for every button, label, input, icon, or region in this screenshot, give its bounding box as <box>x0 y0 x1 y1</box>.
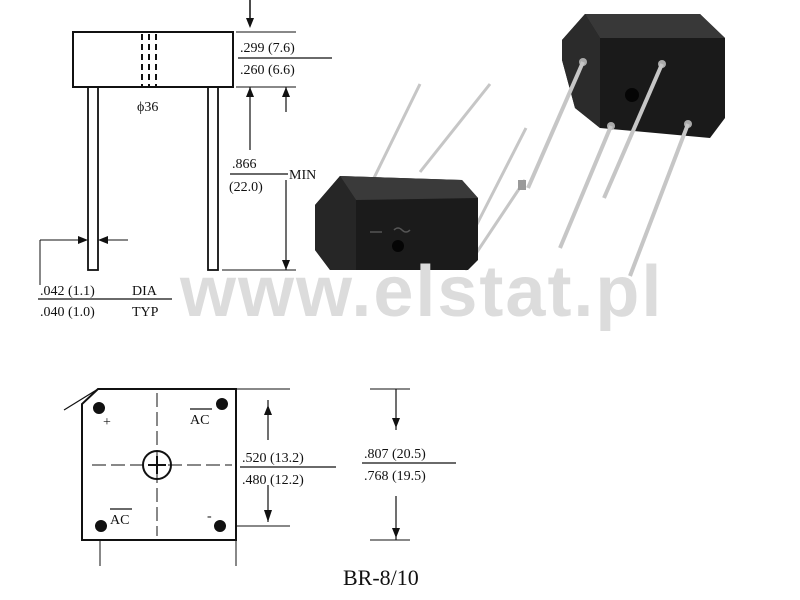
package-name: BR-8/10 <box>343 565 419 590</box>
pin-spacing-max: .520 (13.2) <box>242 451 304 466</box>
lead-length-suffix: MIN <box>289 168 316 183</box>
pin-spacing-min: .480 (12.2) <box>242 473 304 488</box>
lead-dia-note2: TYP <box>132 305 159 320</box>
body-height-max: .299 (7.6) <box>240 41 295 56</box>
pin-minus-label: - <box>207 509 212 524</box>
pin-ac-top <box>216 398 228 410</box>
body-width-min: .768 (19.5) <box>364 469 426 484</box>
photo-back-rectifier <box>526 14 725 277</box>
lead-dia-note1: DIA <box>132 284 158 299</box>
lead-dia-max: .042 (1.1) <box>40 284 95 299</box>
side-view <box>38 0 332 300</box>
center-mounting-hole <box>142 450 172 480</box>
lead-length-value: .866 <box>232 157 257 172</box>
lead-dia-min: .040 (1.0) <box>40 305 95 320</box>
lead-dia-label: ϕ36 <box>137 100 158 115</box>
body-height-min: .260 (6.6) <box>240 63 295 78</box>
pin-ac-bottom-label: AC <box>110 513 129 528</box>
pin-plus <box>93 402 105 414</box>
pin-ac-top-label: AC <box>190 413 209 428</box>
side-lead-left <box>87 86 99 271</box>
pin-minus <box>214 520 226 532</box>
pin-ac-bottom <box>95 520 107 532</box>
watermark: www.elstat.pl <box>179 252 663 332</box>
body-width-max: .807 (20.5) <box>364 447 426 462</box>
side-lead-right <box>207 86 219 271</box>
bottom-body-outline <box>81 388 237 541</box>
lead-length-metric: (22.0) <box>229 180 263 195</box>
pin-plus-label: + <box>103 415 111 430</box>
side-body <box>72 31 234 88</box>
photo-front-rectifier <box>315 83 528 271</box>
bottom-view <box>63 388 456 566</box>
